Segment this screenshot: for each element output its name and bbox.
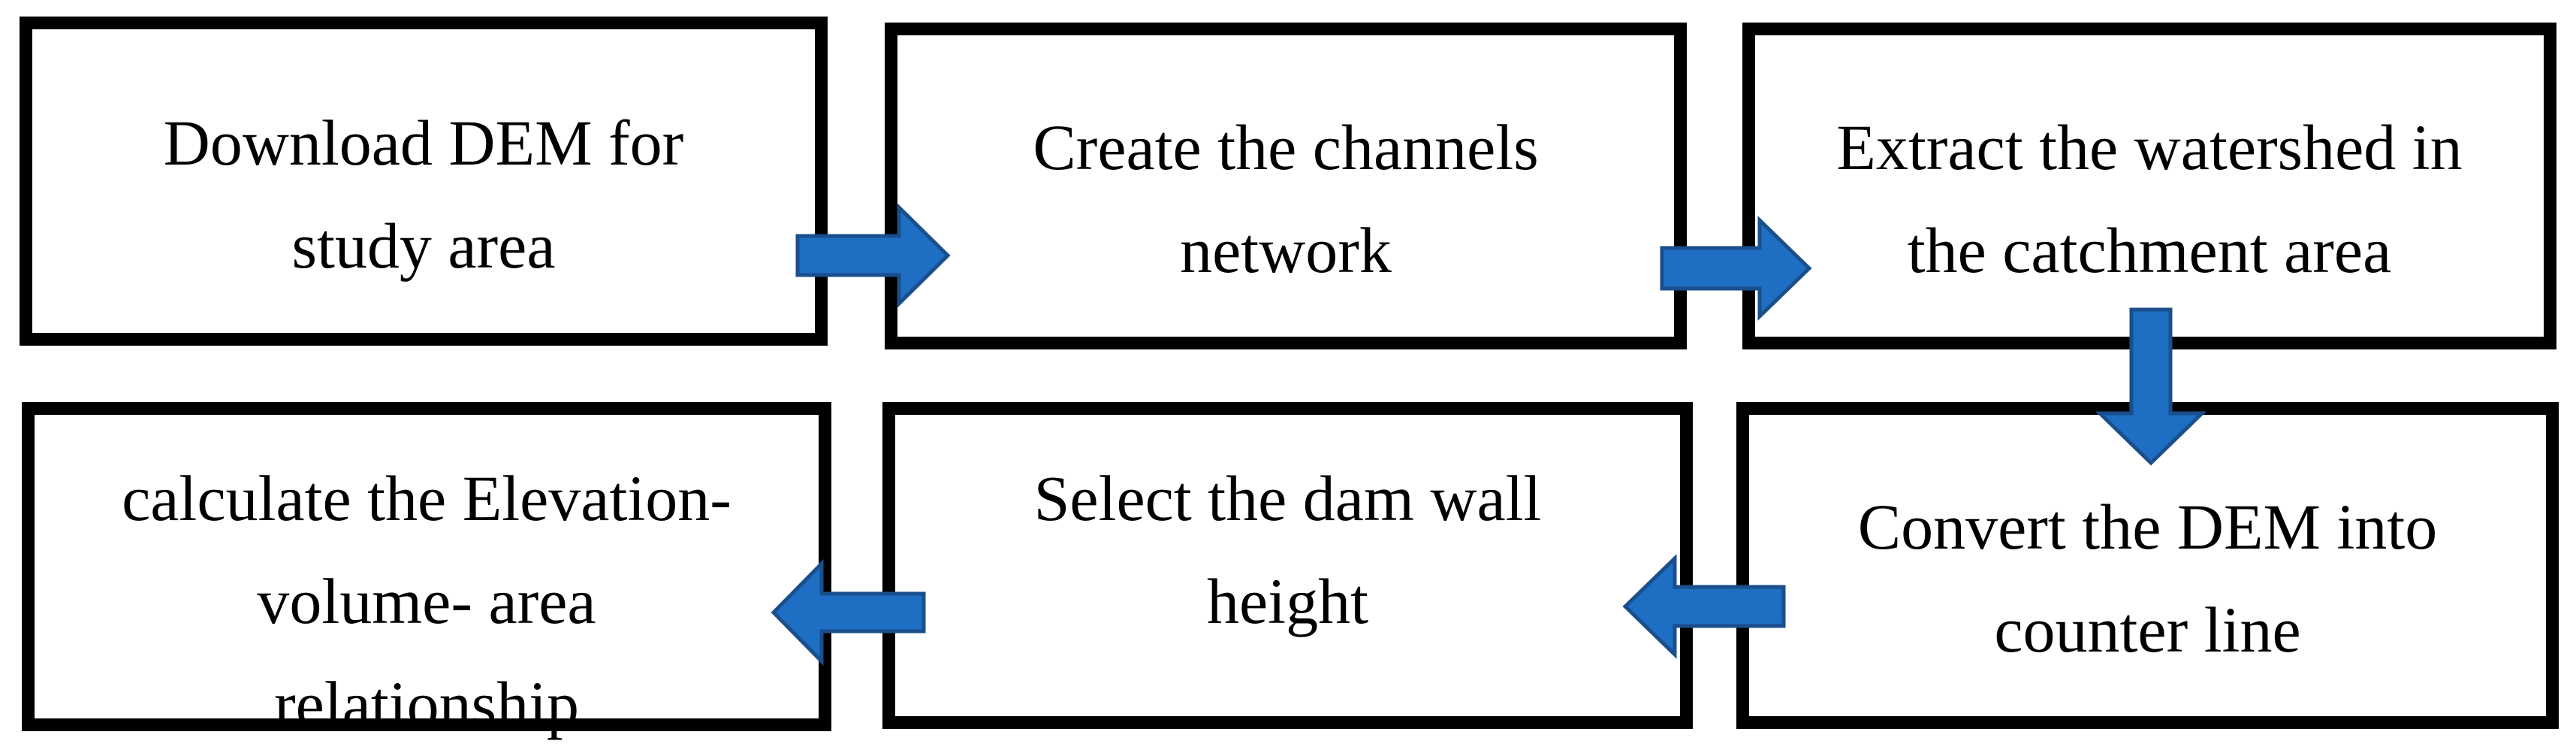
step-calculate-eva: calculate the Elevation- volume- area re… <box>22 402 831 740</box>
step-download-dem: Download DEM for study area <box>20 17 828 346</box>
step-convert-dem-label: Convert the DEM into counter line <box>1857 491 2438 666</box>
step-convert-dem: Convert the DEM into counter line <box>1736 402 2559 729</box>
step-extract-watershed: Extract the watershed in the catchment a… <box>1742 23 2556 349</box>
step-create-channels: Create the channels network <box>885 23 1687 349</box>
step-calculate-eva-label: calculate the Elevation- volume- area re… <box>122 462 731 740</box>
step-create-channels-label: Create the channels network <box>1033 111 1539 286</box>
step-select-dam-height-label: Select the dam wall height <box>1033 462 1542 637</box>
step-download-dem-label: Download DEM for study area <box>163 107 684 282</box>
step-extract-watershed-label: Extract the watershed in the catchment a… <box>1836 111 2463 286</box>
step-select-dam-height: Select the dam wall height <box>882 402 1693 729</box>
